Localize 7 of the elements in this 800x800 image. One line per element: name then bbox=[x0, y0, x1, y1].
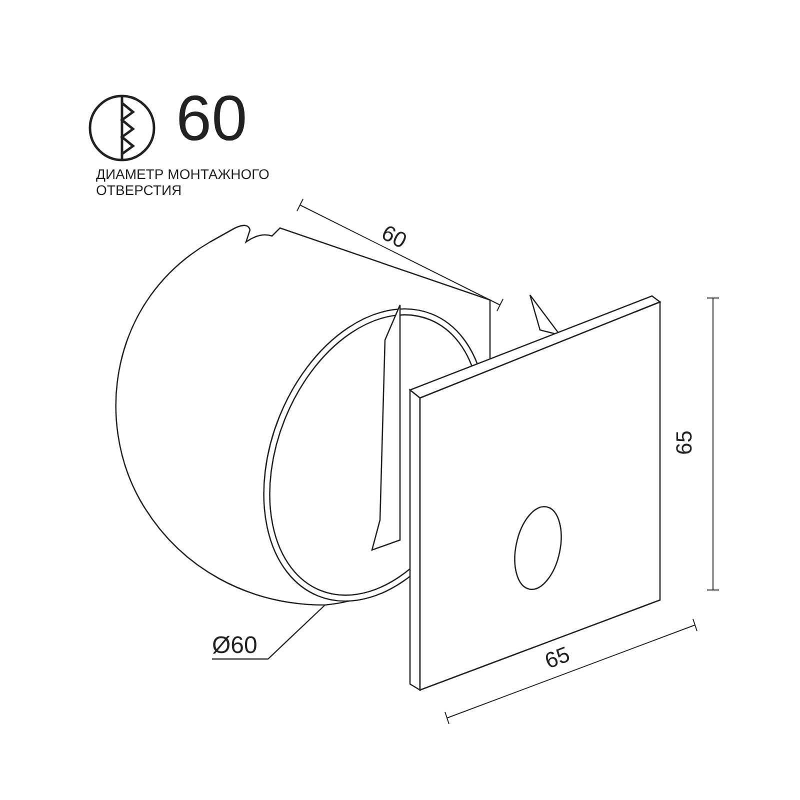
dimension-value: 65 bbox=[672, 430, 697, 455]
dimension-value: 60 bbox=[378, 220, 411, 254]
dimension-value: 65 bbox=[541, 641, 574, 674]
diameter-label: Ø60 bbox=[212, 632, 258, 659]
leader-line bbox=[212, 604, 326, 660]
dimension-value: 60 bbox=[176, 82, 248, 156]
caption-text: ДИАМЕТР МОНТАЖНОГО ОТВЕРСТИЯ bbox=[96, 166, 270, 198]
